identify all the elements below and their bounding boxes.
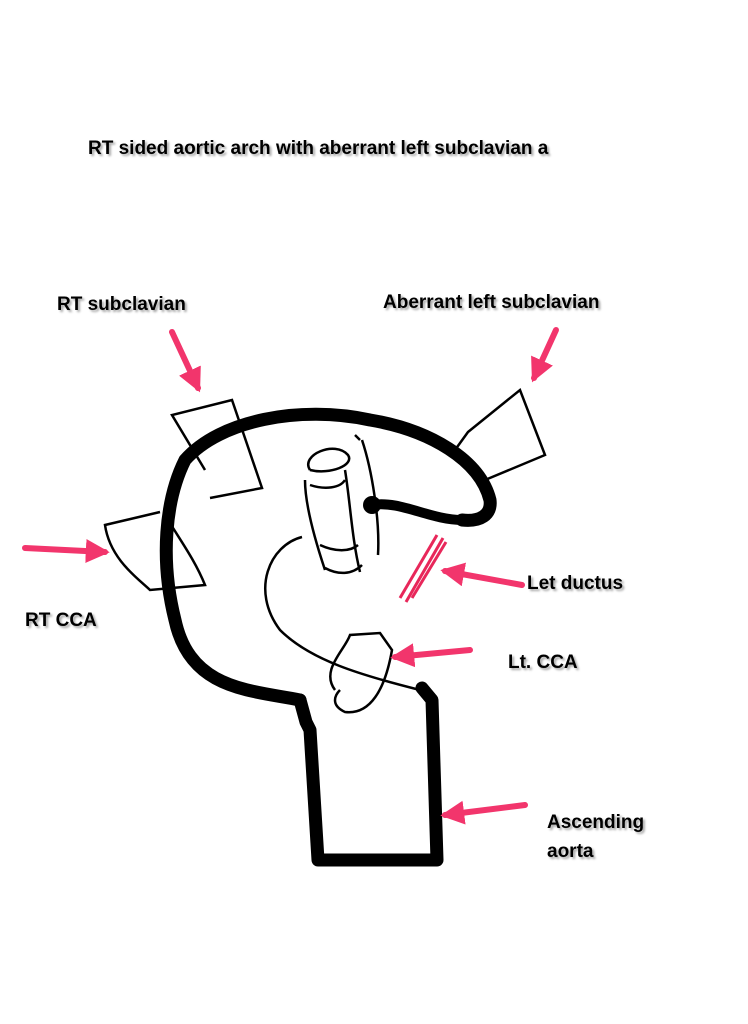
label-ascending-aorta: Ascending aorta <box>547 808 644 867</box>
arrow-rt-subclavian <box>169 329 201 393</box>
inner-arch-line <box>264 535 421 692</box>
label-lt-cca: Lt. CCA <box>508 652 578 673</box>
lt-cca-branch <box>329 631 394 714</box>
label-rt-subclavian: RT subclavian <box>57 294 186 315</box>
rt-cca-branch <box>103 510 207 592</box>
ductus-marks <box>398 534 448 603</box>
ascending-aorta-outline <box>293 681 444 867</box>
label-let-ductus: Let ductus <box>527 573 624 594</box>
ductus-stump <box>367 499 467 525</box>
trachea-sketch <box>303 434 380 575</box>
label-rt-cca: RT CCA <box>25 610 97 631</box>
arrow-rt-cca <box>22 539 110 564</box>
rt-subclavian-branch <box>170 398 264 500</box>
arrow-aberrant-subclavian <box>531 327 559 383</box>
label-ascending-line2: aorta <box>547 841 594 863</box>
aortic-arch-outline <box>159 407 497 707</box>
arrow-ascending <box>440 800 528 825</box>
aberrant-subclavian-branch <box>453 387 547 482</box>
diagram-title: RT sided aortic arch with aberrant left … <box>88 138 549 159</box>
arrow-ductus <box>440 562 525 588</box>
label-ascending-line1: Ascending <box>547 812 645 833</box>
label-aberrant-left-subclavian: Aberrant left subclavian <box>383 292 600 313</box>
arrow-lt-cca <box>390 643 473 668</box>
